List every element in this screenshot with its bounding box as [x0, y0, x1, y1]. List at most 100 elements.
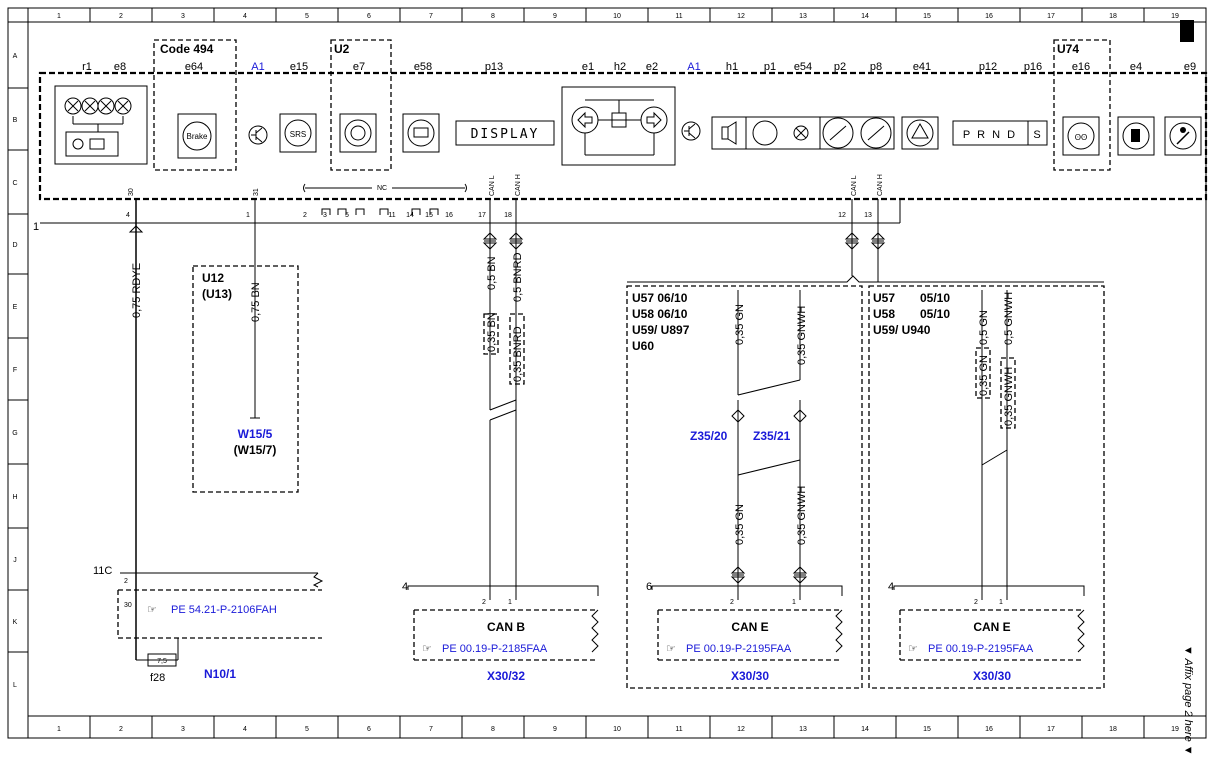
pin-label: 1 — [999, 599, 1003, 606]
column-number: 8 — [491, 13, 495, 20]
row-letter: F — [13, 367, 17, 374]
split-bracket — [627, 275, 1104, 283]
column-number: 13 — [799, 726, 807, 733]
engine-check-icon — [402, 113, 440, 153]
pin-number: 11 — [388, 212, 395, 219]
column-number: 10 — [613, 13, 621, 20]
drawing-frame — [27, 21, 1207, 717]
pin-label: 2 — [974, 599, 978, 606]
column-number: 7 — [429, 726, 433, 733]
twisted-pair-wires — [975, 290, 1016, 600]
pin-label: 2 — [482, 599, 486, 606]
pin-number: 12 — [838, 212, 846, 219]
pin-number: 13 — [864, 212, 872, 219]
z35-20-label: Z35/20 — [690, 429, 728, 443]
row-letter: K — [13, 619, 18, 626]
component-id: e7 — [353, 61, 365, 73]
column-number: 3 — [181, 13, 185, 20]
wire-label: 0,5 GN — [978, 310, 990, 345]
column-number: 12 — [737, 726, 745, 733]
row-letter: A — [13, 53, 18, 60]
svg-text:ʘʘ: ʘʘ — [1075, 133, 1087, 142]
component-id: e64 — [185, 61, 203, 73]
connector-count: 6 — [646, 581, 652, 593]
component-id: A1 — [251, 61, 264, 73]
variant-line: 05/10 — [920, 307, 950, 321]
u2-box — [330, 39, 392, 171]
wire-label: 0,35 GNWH — [1003, 367, 1015, 426]
row-letter: H — [12, 494, 17, 501]
column-number: 5 — [305, 13, 309, 20]
connector-count: 4 — [888, 581, 894, 593]
component-id: e58 — [414, 61, 432, 73]
u12-sub: (U13) — [202, 287, 232, 301]
pin31-label: 31 — [253, 188, 260, 196]
can-b-wires — [482, 199, 525, 600]
n10-module — [117, 572, 324, 667]
component-id: p13 — [485, 61, 503, 73]
column-number: 1 — [57, 726, 61, 733]
fuse-value: 7,5 — [157, 658, 167, 665]
reference-link[interactable]: PE 00.19-P-2185FAA — [442, 643, 548, 655]
variant-line: U57 — [873, 291, 895, 305]
display-icon: DISPLAY — [455, 120, 555, 146]
component-id: e41 — [913, 61, 931, 73]
fuse-id: f28 — [150, 672, 165, 684]
pointer-icon: ☞ — [422, 643, 432, 655]
reference-link[interactable]: PE 00.19-P-2195FAA — [686, 643, 792, 655]
component-id: r1 — [82, 61, 92, 73]
u74-box — [1053, 39, 1111, 171]
hazard-warning-icon — [901, 116, 939, 150]
pin-number: 18 — [504, 212, 512, 219]
wire-label: 0,75 RDYE — [131, 263, 143, 318]
pin-number: 5 — [345, 212, 349, 219]
column-number: 16 — [985, 13, 993, 20]
twisted-pair-wires — [730, 290, 808, 600]
pin-number: 2 — [303, 212, 307, 219]
row-letter: C — [12, 180, 17, 187]
code494-title: Code 494 — [160, 42, 214, 56]
column-number: 6 — [367, 13, 371, 20]
component-id: e8 — [114, 61, 126, 73]
column-number: 19 — [1171, 13, 1179, 20]
n10-ref: PE 54.21-P-2106FAH — [171, 604, 277, 616]
can-h-label: CAN H — [877, 174, 884, 196]
column-number: 9 — [553, 13, 557, 20]
component-id: e4 — [1130, 61, 1142, 73]
lamp-array-icon — [54, 85, 148, 165]
row-letter: L — [13, 682, 17, 689]
variant-line: U58 — [873, 307, 895, 321]
column-number: 18 — [1109, 726, 1117, 733]
u74-title: U74 — [1057, 42, 1079, 56]
can-e-wires — [844, 199, 886, 270]
svg-text:P R N D: P R N D — [963, 129, 1017, 141]
wire-label: 0,35 GNWH — [796, 486, 808, 545]
n10-label: 11C — [93, 565, 112, 577]
pin-number: 3 — [323, 212, 327, 219]
wire-label: 0,5 GNWH — [1003, 292, 1015, 345]
w15-7-label: (W15/7) — [234, 443, 277, 457]
row-letter: B — [13, 117, 18, 124]
pin-number: 15 — [425, 212, 433, 219]
reference-link[interactable]: PE 00.19-P-2195FAA — [928, 643, 1034, 655]
wire-label: 0,35 BNRD — [512, 326, 524, 382]
w15-5-label: W15/5 — [238, 427, 273, 441]
column-number: 11 — [675, 726, 682, 733]
column-number: 9 — [553, 726, 557, 733]
pin-number: 16 — [445, 212, 453, 219]
column-number: 17 — [1047, 726, 1055, 733]
can-e-variant-box — [626, 285, 863, 689]
transistor-icon — [681, 121, 701, 141]
pin-number: 4 — [126, 212, 130, 219]
pin30-label: 30 — [128, 188, 135, 196]
srs-airbag-icon: SRS — [279, 113, 317, 153]
column-number: 11 — [675, 13, 682, 20]
column-number: 18 — [1109, 13, 1117, 20]
connector-number: 1 — [33, 221, 39, 233]
svg-text:S: S — [1033, 129, 1040, 141]
component-id: p8 — [870, 61, 882, 73]
